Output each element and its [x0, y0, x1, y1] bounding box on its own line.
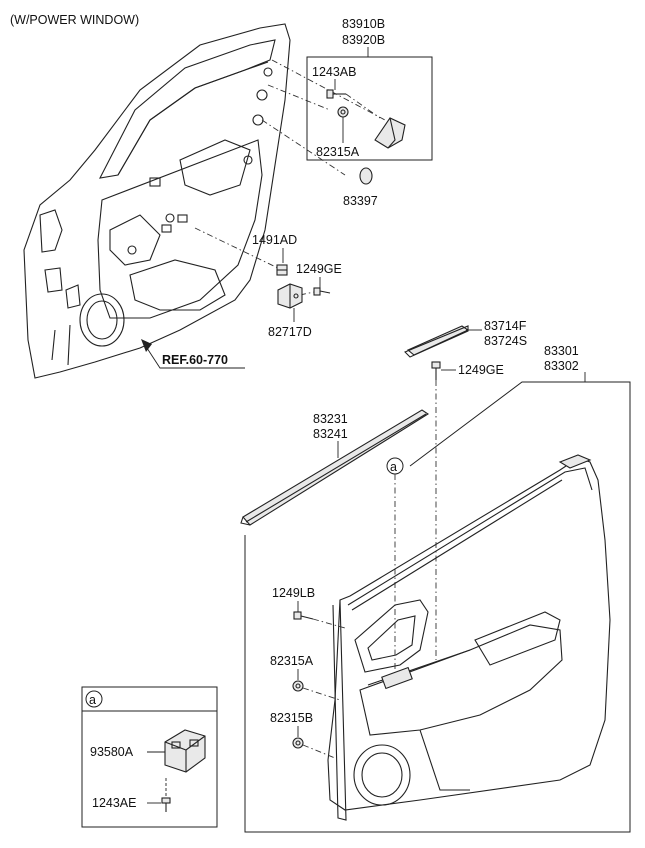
panel-group-box: [244, 381, 631, 833]
bolt-1243AB: [326, 89, 346, 99]
label-83910B: 83910B: [342, 17, 385, 31]
leader-door-to-clip: [194, 227, 283, 271]
label-1491AD: 1491AD: [252, 233, 297, 247]
label-1243AB: 1243AB: [312, 65, 356, 79]
label-93580A: 93580A: [90, 745, 134, 759]
label-83920B: 83920B: [342, 33, 385, 47]
screw-1249GE-bracket: [313, 287, 331, 296]
label-1249LB: 1249LB: [272, 586, 315, 600]
bracket-82717D: [277, 283, 303, 309]
clip-1491AD: [276, 264, 288, 276]
label-82315A-top: 82315A: [316, 145, 360, 159]
ref-label: REF.60-770: [162, 353, 228, 367]
ref-arrow: [141, 339, 245, 369]
label-1243AE: 1243AE: [92, 796, 136, 810]
door-trim-panel: [327, 454, 611, 821]
trim-strip-83714F: [404, 325, 470, 358]
label-83301: 83301: [544, 344, 579, 358]
plug-83397: [359, 167, 373, 185]
svg-text:a: a: [390, 460, 397, 474]
leader-door-to-nut: [267, 84, 331, 111]
leader-door-to-plug: [261, 119, 346, 176]
svg-text:a: a: [89, 693, 96, 707]
cover-group-box: [306, 56, 433, 161]
label-82315B: 82315B: [270, 711, 313, 725]
screw-1243AE: [161, 797, 171, 812]
label-83231: 83231: [313, 412, 348, 426]
nut-82315A-top: [337, 106, 349, 118]
nut-82315A-panel: [292, 680, 304, 692]
weatherstrip-83231: [240, 409, 430, 526]
nut-82315B: [292, 737, 304, 749]
label-82315A-panel: 82315A: [270, 654, 314, 668]
callout-a[interactable]: a: [386, 457, 404, 475]
window-switch-93580A: [164, 729, 206, 773]
label-82717D: 82717D: [268, 325, 312, 339]
label-83724S: 83724S: [484, 334, 527, 348]
label-83714F: 83714F: [484, 319, 527, 333]
label-83397: 83397: [343, 194, 378, 208]
screw-1249GE-trim: [431, 361, 441, 380]
diagram-title: (W/POWER WINDOW): [10, 13, 139, 27]
label-83302: 83302: [544, 359, 579, 373]
door-inner-panel: [23, 23, 291, 379]
mirror-cover-83910B: [374, 117, 406, 149]
label-1249GE-trim: 1249GE: [458, 363, 504, 377]
screw-1249LB: [293, 611, 314, 620]
label-1249GE-bracket: 1249GE: [296, 262, 342, 276]
inset-box-a: a: [81, 686, 218, 828]
label-83241: 83241: [313, 427, 348, 441]
